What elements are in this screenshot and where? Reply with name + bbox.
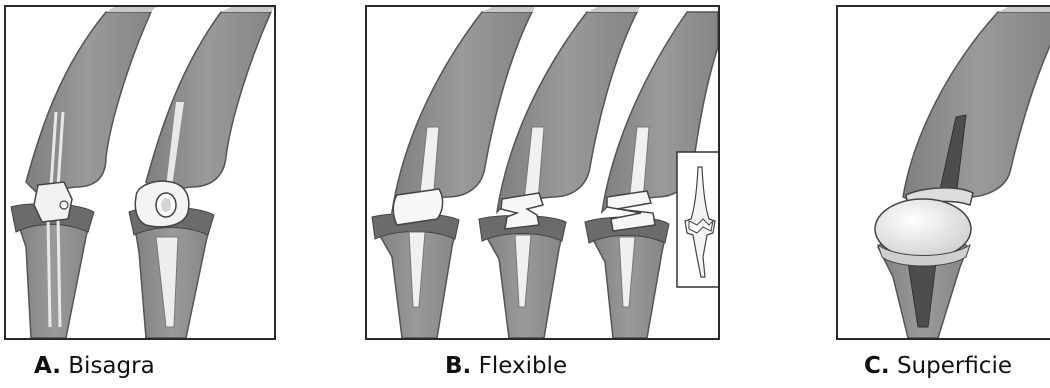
caption-surface: C. Superficie [864, 353, 1012, 379]
caption-text: Bisagra [68, 353, 154, 379]
caption-letter: A. [34, 353, 61, 379]
caption-flexible: B. Flexible [445, 353, 567, 379]
caption-text: Superficie [897, 353, 1012, 379]
caption-letter: C. [864, 353, 890, 379]
implant-inset [677, 152, 718, 287]
finger-surface [875, 7, 1050, 338]
caption-text: Flexible [479, 353, 568, 379]
caption-hinge: A. Bisagra [34, 353, 155, 379]
panel-hinge-implant [4, 5, 276, 340]
panel-surface-implant [836, 5, 1050, 340]
caption-letter: B. [445, 353, 471, 379]
finger-right [129, 7, 274, 338]
panel-flexible-implant [365, 5, 720, 340]
finger-left [11, 7, 156, 338]
